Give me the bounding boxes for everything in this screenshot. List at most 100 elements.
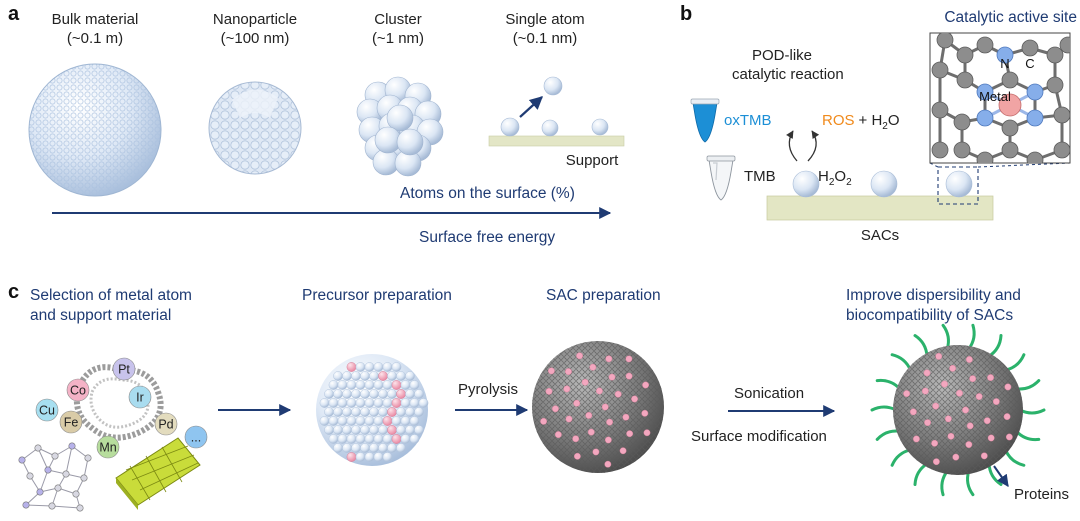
support-atom [333,371,343,381]
metal-precursor-atom [382,416,393,426]
metal-precursor-atom [346,452,357,462]
metal-site [921,387,929,395]
metal-site [572,435,580,443]
metal-atom-label: Metal [979,89,1011,104]
metal-site [589,363,597,371]
ligand-chain [890,448,913,467]
metal-symbol: Co [70,384,86,398]
support-atom [378,407,388,417]
h2o-o-text: O [888,112,900,129]
nitrogen-atom [976,109,994,127]
carbon-atom [1053,141,1070,159]
metal-circle [112,357,136,381]
metal-site [604,460,612,468]
catalytic-reaction-label: catalytic reaction [732,66,844,83]
support-atom [360,371,370,381]
modified-sac-metal-sites [903,352,1013,466]
network-node [22,501,30,509]
support-atom [369,371,379,381]
metal-site [956,389,963,397]
carbon-atom-label: C [1025,56,1034,71]
support-atom [351,443,361,453]
metal-circle [35,398,59,422]
metal-site [935,352,943,360]
network-node [84,454,92,462]
metal-site [966,422,974,430]
metal-site [949,364,956,372]
carbon-atom [956,71,974,89]
metal-site [980,452,988,460]
metal-site [903,390,911,398]
metal-site [642,381,650,389]
metal-site [641,409,649,417]
support-atom [396,371,406,381]
support-atom [373,398,384,408]
support-atom [355,380,366,390]
support-atom [369,425,379,435]
panel-b-letter: b [680,3,692,25]
ligand-chain [940,469,949,497]
network-bond [25,504,53,507]
oxtmb-label: oxTMB [724,112,772,129]
ligand-chain [1003,448,1026,467]
metal-site [947,432,955,440]
metal-precursor-atom [391,398,402,408]
sonication-label: Sonication [734,385,804,402]
metal-site [573,399,581,407]
surface-atom [591,118,609,136]
support-atom [373,452,384,462]
panel-c-letter: c [8,281,19,303]
support-label: Support [566,152,619,169]
support-atom [373,416,384,426]
support-atom [333,443,343,453]
ligand-chain [1014,429,1041,442]
metal-site [605,355,613,363]
metal-precursor-atom [346,362,357,372]
cluster-atoms [356,76,444,177]
support-atom [346,434,357,444]
metal-site [604,436,612,444]
support-atom [346,380,357,390]
ros-text: ROS [822,112,855,129]
support-atom [396,425,406,435]
carbon-atom [936,33,954,49]
zoom-line-left [929,162,939,168]
metal-site [983,417,991,425]
nitrogen-atom [996,46,1014,64]
ligand-chain [913,334,929,358]
metal-precursor-atom [396,389,406,399]
metal-site [1003,413,1011,421]
support-atom [396,443,406,453]
support-atom [337,398,348,408]
organic-framework-structure [74,364,164,441]
sac-support-slab [766,195,994,221]
support-atom [328,416,339,426]
zoom-line-right [977,162,1071,168]
support-atom [364,362,375,372]
metal-site [924,419,931,426]
metal-site [975,393,983,400]
tmb-label: TMB [744,168,776,185]
proteins-label: Proteins [1014,486,1069,503]
ligand-chain [1003,353,1026,372]
carbon-atom [931,101,949,119]
carbon-atom [1001,141,1019,159]
carbon-atom [1001,119,1019,137]
support-atom [360,425,370,435]
single-atom-scene [488,76,625,147]
support-atom [400,398,411,408]
support-atom [378,443,388,453]
metal-site [552,405,559,413]
metal-site [608,373,616,381]
metal-site [987,434,995,442]
support-atom [324,389,334,399]
support-atom [333,407,343,417]
support-atom [355,416,366,426]
metal-site [913,435,920,443]
metal-precursor-atom [387,407,397,417]
network-node [48,502,56,510]
support-atom [391,416,402,426]
step4-title-line2: biocompatibility of SACs [846,307,1013,324]
cluster-label: Cluster [374,11,422,28]
